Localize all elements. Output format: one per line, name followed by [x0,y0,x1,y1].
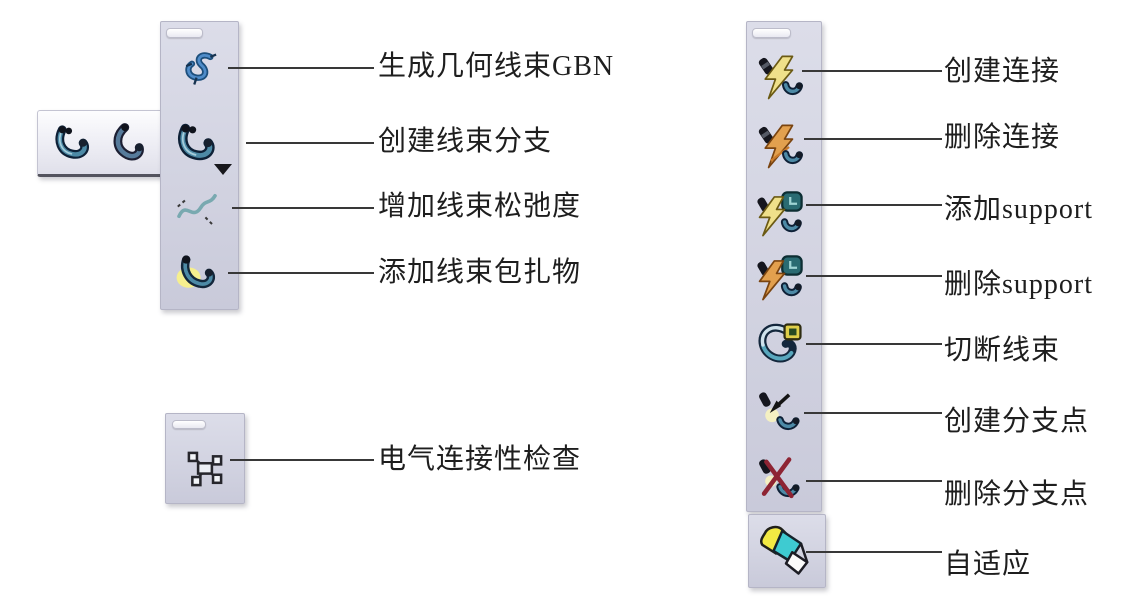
callout-line [246,142,374,144]
cut-bundle-button[interactable] [754,319,806,371]
harness-main-toolbar [160,21,239,310]
delete-connection-button[interactable] [754,121,806,173]
label-delete-support: 删除support [944,269,1094,300]
connectivity-check-toolbar [165,413,245,504]
callout-line [806,275,942,277]
adaptive-connector-icon [759,525,809,575]
toolbar-drag-handle[interactable] [166,28,203,38]
delete-support-icon [757,255,803,301]
add-support-icon [757,191,803,237]
delete-connection-icon [758,124,804,169]
label-add-bundle-slack: 增加线束松弛度 [378,191,582,222]
callout-line [806,480,942,482]
delete-support-button[interactable] [754,252,806,304]
label-adaptive: 自适应 [944,549,1032,580]
create-connection-icon [758,55,804,100]
callout-line [230,459,374,461]
label-delete-branch-point: 删除分支点 [944,479,1090,510]
add-protective-covering-button[interactable] [171,248,223,300]
create-bundle-branch-icon [178,123,215,161]
adaptive-toolbar [748,514,826,588]
delete-branch-point-button[interactable] [754,454,806,506]
add-support-button[interactable] [754,188,806,240]
harness-connection-toolbar [746,21,822,512]
add-protective-covering-icon [176,255,216,289]
harness-branch-variant-b-icon [113,123,144,161]
generate-geometrical-bundle-button[interactable] [175,48,225,98]
label-cut-bundle: 切断线束 [944,335,1061,366]
delete-branch-point-icon [759,457,800,499]
callout-line [228,272,374,274]
create-bundle-branch-button[interactable] [169,117,221,169]
callout-line [806,204,942,206]
electrical-connectivity-check-icon [187,451,223,487]
create-connection-button[interactable] [754,52,806,104]
callout-line [232,207,374,209]
label-add-protective-covering: 添加线束包扎物 [378,257,582,288]
label-delete-connection: 删除连接 [944,122,1061,153]
label-create-bundle-branch: 创建线束分支 [378,126,553,157]
callout-line [802,70,942,72]
harness-branch-variant-a-icon [55,125,89,159]
create-branch-point-button[interactable] [754,387,806,439]
create-branch-point-icon [759,392,800,431]
label-generate-geometrical-bundle: 生成几何线束GBN [378,51,615,82]
callout-line [806,551,942,553]
label-add-support: 添加support [944,194,1094,225]
branch-variant-b-button[interactable] [103,118,153,168]
callout-line [804,412,942,414]
callout-line [228,67,374,69]
toolbar-drag-handle[interactable] [172,420,206,429]
add-bundle-slack-icon [177,194,217,227]
adaptive-button[interactable] [754,519,818,583]
label-electrical-connectivity-check: 电气连接性检查 [378,444,582,475]
branch-flyout-toolbar [37,110,166,177]
toolbar-drag-handle[interactable] [752,28,791,38]
add-bundle-slack-button[interactable] [171,183,223,235]
branch-variant-a-button[interactable] [46,118,96,168]
label-create-branch-point: 创建分支点 [944,406,1090,437]
generate-geometrical-bundle-icon [185,52,217,85]
callout-line [804,138,942,140]
cut-bundle-icon [758,323,802,363]
branch-dropdown-arrow-icon[interactable] [214,164,232,175]
electrical-connectivity-check-button[interactable] [180,444,230,494]
callout-line [806,343,942,345]
label-create-connection: 创建连接 [944,56,1061,87]
